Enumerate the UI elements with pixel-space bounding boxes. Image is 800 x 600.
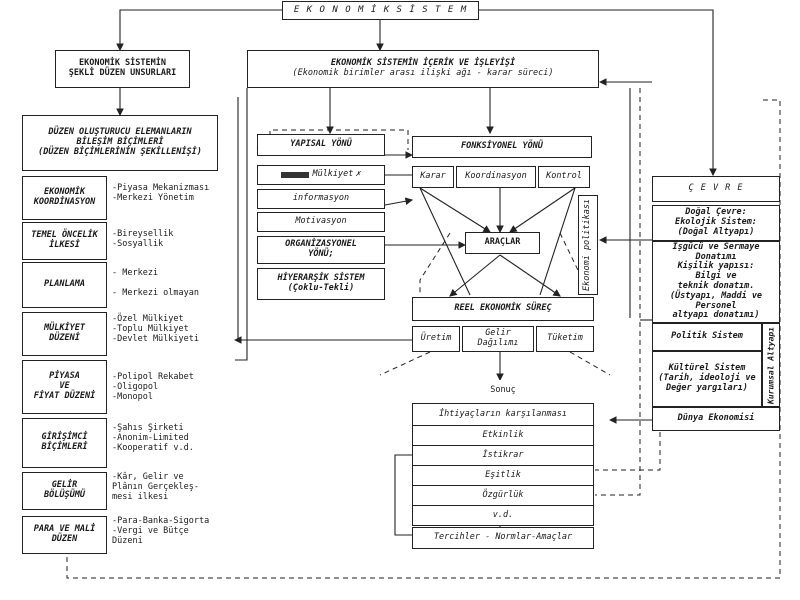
system-title: E K O N O M İ K S İ S T E M xyxy=(282,1,479,20)
row-label: MÜLKİYET DÜZENİ xyxy=(22,312,107,356)
dunya-ekonomisi-box: Dünya Ekonomisi xyxy=(652,407,780,431)
uretim-box: Üretim xyxy=(412,326,460,352)
row-label: PLANLAMA xyxy=(22,262,107,308)
row-label: GELİR BÖLÜŞÜMÜ xyxy=(22,472,107,510)
enformasyon-box: informasyon xyxy=(257,189,385,209)
left-header: EKONOMİK SİSTEMİN ŞEKLİ DÜZEN UNSURLARI xyxy=(55,50,190,88)
motivasyon-box: Motivasyon xyxy=(257,212,385,232)
left-subheader: DÜZEN OLUŞTURUCU ELEMANLARIN BİLEŞİM BİÇ… xyxy=(22,115,218,171)
tercihler-box: Tercihler - Normlar-Amaçlar xyxy=(412,527,594,549)
result-item: Özgürlük xyxy=(412,486,594,506)
center-header-subtitle: (Ekonomik birimler arası ilişki ağı - ka… xyxy=(292,68,554,78)
result-item: İstikrar xyxy=(412,446,594,466)
row-items: -Piyasa Mekanizması -Merkezi Yönetim xyxy=(112,183,210,204)
cevre-header: Ç E V R E xyxy=(652,176,780,202)
cross-icon: ✗ xyxy=(355,169,361,180)
gelir-dagilimi-box: Gelir Dağılımı xyxy=(462,326,534,352)
row-items: - Merkezi - Merkezi olmayan xyxy=(112,268,199,299)
row-label: GİRİŞİMCİ BİÇİMLERİ xyxy=(22,418,107,468)
row-items: -Bireysellik -Sosyallik xyxy=(112,229,174,250)
mulkiyet-label: Mülkiyet xyxy=(312,169,354,180)
ekonomi-politikasi-box: Ekonomi politikası xyxy=(578,195,598,295)
isgucu-box: İşgücü ve Sermaye Donatımı Kişilik yapıs… xyxy=(652,241,780,323)
row-items: -Özel Mülkiyet -Toplu Mülkiyet -Devlet M… xyxy=(112,314,199,345)
results-list: İhtiyaçların karşılanması Etkinlik İstik… xyxy=(412,403,594,526)
result-item: Eşitlik xyxy=(412,466,594,486)
kulturel-sistem-box: Kültürel Sistem (Tarih, ideoloji ve Değe… xyxy=(652,351,762,407)
sonuc-label: Sonuç xyxy=(412,380,594,402)
hiyerarsik-box: HİYERARŞİK SİSTEM (Çoklu-Tekli) xyxy=(257,268,385,300)
reel-surec-box: REEL EKONOMİK SÜREÇ xyxy=(412,297,594,321)
araclar-box: ARAÇLAR xyxy=(465,232,540,254)
koordinasyon-box: Koordinasyon xyxy=(456,166,536,188)
politik-sistem-box: Politik Sistem xyxy=(652,323,762,351)
scribble-mark xyxy=(281,172,310,178)
row-items: -Para-Banka-Sigorta -Vergi ve Bütçe Düze… xyxy=(112,516,210,547)
mulkiyet-box: Mülkiyet ✗ xyxy=(257,165,385,185)
row-items: -Polipol Rekabet -Oligopol -Monopol xyxy=(112,372,194,403)
dogal-cevre-box: Doğal Çevre: Ekolojik Sistem: (Doğal Alt… xyxy=(652,205,780,241)
karar-box: Karar xyxy=(412,166,454,188)
result-item: İhtiyaçların karşılanması xyxy=(412,403,594,426)
row-items: -Kâr, Gelir ve Plânın Gerçekleş- mesi il… xyxy=(112,472,199,503)
center-header: EKONOMİK SİSTEMİN İÇERİK VE İŞLEYİŞİ (Ek… xyxy=(247,50,599,88)
row-label: PİYASA VE FİYAT DÜZENİ xyxy=(22,360,107,414)
kurumsal-altyapi-box: Kurumsal Altyapı xyxy=(762,323,780,407)
organizasyonel-box: ORGANİZASYONEL YÖNÜ; xyxy=(257,236,385,264)
row-label: TEMEL ÖNCELİK İLKESİ xyxy=(22,222,107,260)
row-label: EKONOMİK KOORDİNASYON xyxy=(22,176,107,220)
fonksiyonel-box: FONKSİYONEL YÖNÜ xyxy=(412,136,592,158)
row-items: -Şahıs Şirketi -Anonim-Limited -Kooperat… xyxy=(112,423,194,454)
row-label: PARA VE MALİ DÜZEN xyxy=(22,516,107,554)
result-item: v.d. xyxy=(412,506,594,526)
yapisal-box: YAPISAL YÖNÜ xyxy=(257,134,385,156)
center-header-title: EKONOMİK SİSTEMİN İÇERİK VE İŞLEYİŞİ xyxy=(330,58,516,69)
result-item: Etkinlik xyxy=(412,426,594,446)
kontrol-box: Kontrol xyxy=(538,166,590,188)
tuketim-box: Tüketim xyxy=(536,326,594,352)
